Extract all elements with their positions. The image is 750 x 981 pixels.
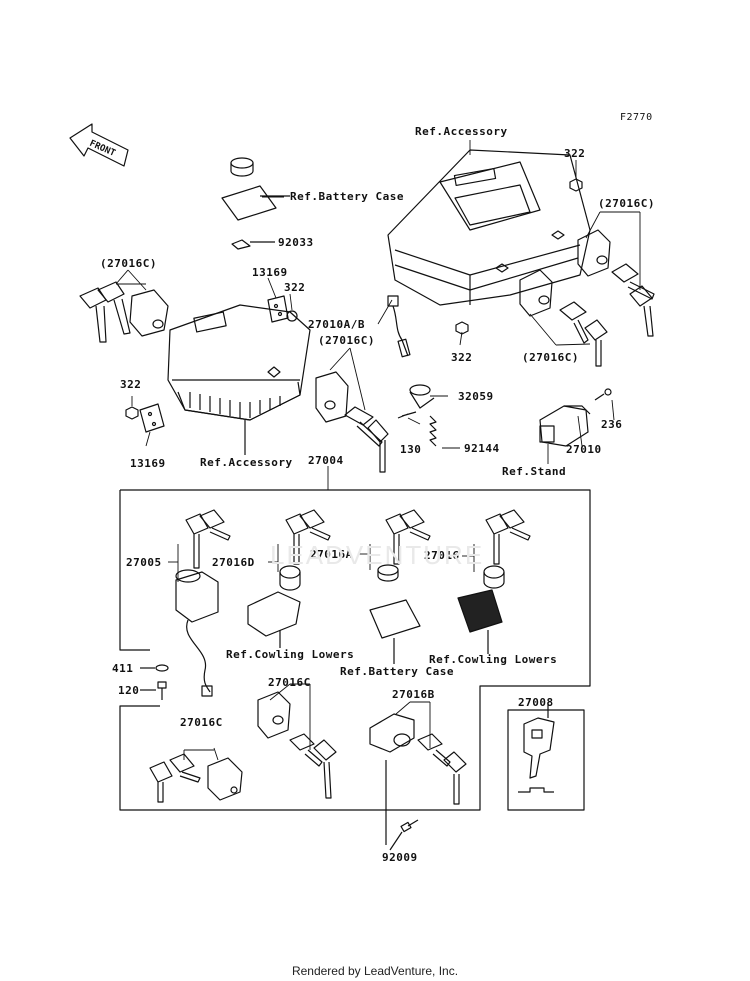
label-27010ab: 27010A/B [308,318,365,331]
right-accessory-box [387,149,591,306]
ignition-switch-27005 [175,569,219,697]
key-mid-icon [344,406,389,473]
washer-411-icon [140,664,169,672]
kit-27004-frame [119,489,591,811]
label-27004: 27004 [308,454,344,467]
watermark: LEADVENTURE [270,540,485,570]
key-right-a-icon [611,263,655,337]
lock-cylinder-left [129,289,169,337]
key-left-icon [79,281,131,343]
label-411: 411 [112,662,134,675]
label-27010: 27010 [566,443,602,456]
label-27016: 27016 [424,549,460,562]
cowling-lock-left [247,591,301,648]
blank-key-27008-icon [518,702,555,793]
label-27016c-mid: (27016C) [318,334,375,347]
label-92009: 92009 [382,851,418,864]
label-120: 120 [118,684,140,697]
label-32059: 32059 [458,390,494,403]
label-ref-cowling-right: Ref.Cowling Lowers [429,653,558,666]
front-arrow-icon: FRONT [69,123,129,167]
label-ref-cowling-left: Ref.Cowling Lowers [226,648,355,661]
keys-27016c-box2-icon [289,733,337,799]
kit-leader-lines [168,544,475,761]
label-130: 130 [400,443,422,456]
label-27016b: 27016B [392,688,435,701]
lock-27016d [279,565,301,591]
label-27016c-box2: 27016C [180,716,223,729]
lock-27016a [377,564,399,582]
keys-27016c-box1-icon [149,753,201,803]
key-right-b-icon [559,301,608,367]
label-322-b: 322 [284,281,306,294]
keys-27016-icon [485,509,531,565]
left-accessory-box [167,304,311,455]
label-92033: 92033 [278,236,314,249]
leader-lines [115,140,641,490]
lock-27016c-box1 [207,757,243,801]
figure-code: F2770 [620,112,653,123]
grommet-icon [230,157,254,177]
cable-27010ab [387,295,411,358]
label-27016c-left: (27016C) [100,257,157,270]
label-27008: 27008 [518,696,554,709]
label-ref-stand: Ref.Stand [502,465,567,478]
cowling-lock-right [457,589,503,654]
lock-cylinder-mid [315,371,349,423]
label-92144: 92144 [464,442,500,455]
spring-92144-icon [429,415,437,447]
bolt-236-icon [594,388,612,401]
keys-27016b-icon [417,733,467,805]
nut-322-icons [125,178,583,420]
lock-27016b [369,713,415,753]
lock-cylinder-right-b [519,269,553,317]
label-13169-a: 13169 [252,266,288,279]
label-322-d: 322 [120,378,142,391]
plate-13169-b [139,403,165,433]
keys-27016d-icon [285,509,331,565]
keys-27005-icon [185,509,231,569]
label-27016c-right: (27016C) [598,197,655,210]
label-ref-battery-case-top: Ref.Battery Case [290,190,404,203]
label-27005: 27005 [126,556,162,569]
lock-cylinder-right-a [577,229,611,277]
lock-27016 [483,565,505,589]
label-27016d: 27016D [212,556,255,569]
bolt-120-icon [140,681,167,700]
label-322-a: 322 [564,147,586,160]
label-322-c: 322 [451,351,473,364]
bolt-130-icon [397,411,417,419]
label-236: 236 [601,418,623,431]
label-27016c-lower: (27016C) [522,351,579,364]
label-27016c-box1: 27016C [268,676,311,689]
clip-92033-icon [231,239,275,250]
label-ref-battery-case-mid: Ref.Battery Case [340,665,454,678]
keys-27016a-icon [385,509,431,565]
bolt-92009-icon [385,760,419,851]
label-27016a: 27016A [310,548,353,561]
battery-case-plate-mid [369,599,421,664]
footer-credit: Rendered by LeadVenture, Inc. [291,964,459,978]
label-13169-b: 13169 [130,457,166,470]
stand-bracket-27010 [539,405,591,447]
battery-case-plate [221,185,290,221]
lock-27016c-box2 [257,691,291,739]
label-ref-accessory-left: Ref.Accessory [200,456,293,469]
bracket-32059 [409,384,435,409]
label-ref-accessory-top: Ref.Accessory [415,125,508,138]
